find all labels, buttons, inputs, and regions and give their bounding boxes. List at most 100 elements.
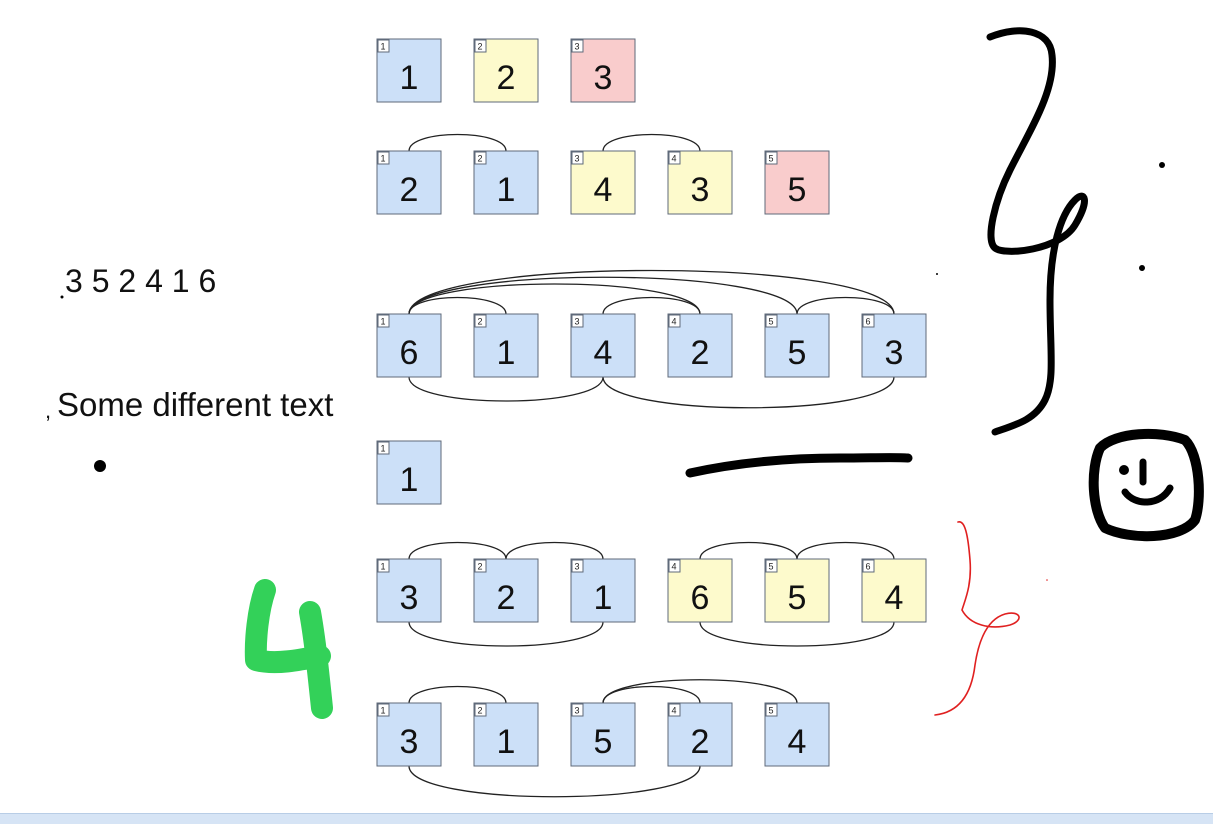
index-box (571, 559, 584, 573)
value-cell: 22 (473, 558, 539, 623)
cell-index: 4 (672, 317, 677, 327)
value-cell: 34 (570, 313, 636, 378)
value-cell: 16 (376, 313, 442, 378)
cell-value: 6 (691, 579, 710, 617)
cell-box (473, 150, 539, 215)
index-box (668, 151, 681, 165)
value-cell: 55 (764, 313, 830, 378)
value-cell: 12 (376, 150, 442, 215)
cell-index: 3 (575, 154, 580, 164)
cell-value: 1 (497, 334, 516, 372)
cell-value: 4 (885, 579, 904, 617)
cell-value: 1 (497, 723, 516, 761)
cell-index: 2 (478, 706, 483, 716)
value-cell: 13 (376, 558, 442, 623)
value-cell: 43 (667, 150, 733, 215)
index-box (571, 314, 584, 328)
cell-value: 4 (788, 723, 807, 761)
cell-value: 2 (691, 334, 710, 372)
link-arc (505, 541, 604, 560)
index-box (377, 151, 390, 165)
cell-index: 1 (381, 444, 386, 454)
value-cell: 11 (376, 38, 442, 103)
index-box (474, 39, 487, 53)
cell-value: 3 (400, 723, 419, 761)
index-box (668, 314, 681, 328)
link-arc (699, 621, 895, 647)
value-cell: 35 (570, 702, 636, 767)
link-arc (408, 765, 701, 798)
link-arc (408, 296, 507, 315)
red-brace-scribble (934, 521, 1020, 716)
link-arc (796, 541, 895, 560)
cell-value: 5 (788, 579, 807, 617)
link-arc (699, 541, 798, 560)
dot-mark (936, 273, 938, 275)
bottom-status-strip (0, 813, 1213, 824)
link-arc (408, 283, 701, 315)
index-box (377, 559, 390, 573)
index-box (474, 314, 487, 328)
value-cell: 33 (570, 38, 636, 103)
cell-value: 6 (400, 334, 419, 372)
cell-index: 6 (866, 317, 871, 327)
value-cell: 63 (861, 313, 927, 378)
cell-value: 2 (400, 171, 419, 209)
green-four-scribble (244, 579, 333, 719)
cell-value: 4 (594, 171, 613, 209)
cell-value: 3 (885, 334, 904, 372)
index-box (765, 151, 778, 165)
link-arc (602, 685, 701, 704)
value-cell: 55 (764, 558, 830, 623)
cell-index: 1 (381, 317, 386, 327)
cell-value: 4 (594, 334, 613, 372)
dot-mark (60, 295, 64, 299)
cell-index: 4 (672, 154, 677, 164)
value-cell: 55 (764, 150, 830, 215)
link-arc (796, 296, 895, 315)
cell-index: 1 (381, 42, 386, 52)
index-box (377, 39, 390, 53)
permutation-row: 11 (376, 440, 442, 505)
value-cell: 13 (376, 702, 442, 767)
index-box (474, 559, 487, 573)
link-arc (602, 679, 798, 704)
cell-value: 2 (497, 579, 516, 617)
value-cell: 34 (570, 150, 636, 215)
caption-text: Some different text (57, 386, 334, 423)
cell-index: 6 (866, 562, 871, 572)
black-brace-scribble (986, 27, 1088, 436)
cell-index: 5 (769, 317, 774, 327)
cell-index: 2 (478, 42, 483, 52)
permutation-rows: 1122331221344355162134425563111322314655… (376, 38, 927, 798)
value-cell: 22 (473, 38, 539, 103)
index-box (765, 703, 778, 717)
cell-index: 2 (478, 154, 483, 164)
value-cell: 11 (376, 440, 442, 505)
cell-index: 2 (478, 317, 483, 327)
cell-index: 1 (381, 706, 386, 716)
cell-index: 3 (575, 562, 580, 572)
cell-index: 2 (478, 562, 483, 572)
cell-value: 1 (400, 59, 419, 97)
value-cell: 21 (473, 150, 539, 215)
index-box (377, 314, 390, 328)
cell-value: 3 (594, 59, 613, 97)
link-arc (408, 376, 604, 402)
cell-index: 4 (672, 706, 677, 716)
cell-index: 1 (381, 562, 386, 572)
index-box (862, 314, 875, 328)
index-box (571, 151, 584, 165)
cell-value: 3 (691, 171, 710, 209)
cell-value: 1 (497, 171, 516, 209)
link-arc (408, 621, 604, 647)
link-arc (408, 276, 798, 315)
value-cell: 54 (764, 702, 830, 767)
cell-index: 5 (769, 562, 774, 572)
dot-mark (1159, 162, 1165, 168)
value-cell: 42 (667, 313, 733, 378)
comma-mark: , (45, 398, 52, 423)
